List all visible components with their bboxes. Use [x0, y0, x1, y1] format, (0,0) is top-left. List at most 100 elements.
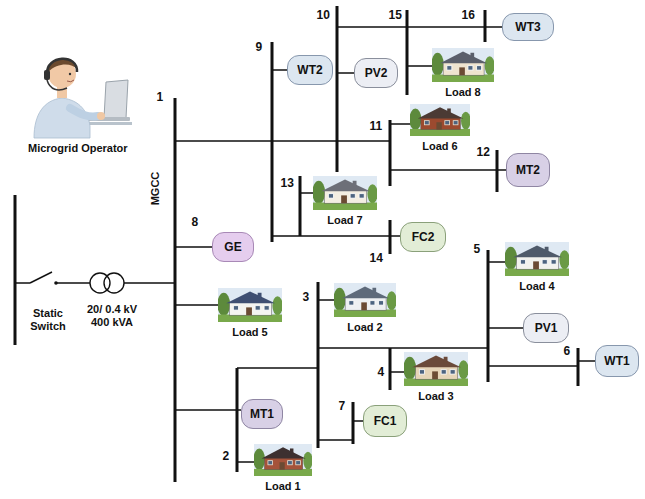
house-chimney	[545, 247, 549, 252]
load-name: Load 5	[232, 326, 267, 339]
house-window	[255, 306, 260, 310]
house-window	[441, 370, 446, 374]
house-window	[551, 260, 556, 264]
house-door	[246, 307, 252, 315]
house-chimney	[447, 108, 451, 113]
house-picture	[410, 104, 470, 136]
house-roof	[262, 447, 306, 458]
house-node: Load 1	[254, 444, 312, 494]
operator-label: Microgrid Operator	[28, 142, 128, 155]
bus-number: 4	[378, 366, 385, 379]
sky	[505, 242, 569, 276]
load-name: Load 3	[418, 390, 453, 403]
source-box: WT1	[595, 345, 639, 377]
house-window	[445, 121, 450, 125]
source-name: FC2	[412, 230, 435, 244]
tree	[303, 452, 312, 470]
tree	[485, 56, 494, 75]
house-window	[350, 194, 355, 198]
house-roof	[321, 179, 370, 191]
sky	[254, 444, 312, 476]
house-node: Load 6	[410, 104, 470, 154]
tree	[313, 181, 325, 204]
source-box: FC2	[400, 222, 446, 252]
house-window	[359, 194, 364, 198]
bus-number: 8	[192, 216, 199, 229]
house-window	[379, 301, 384, 305]
house-roof	[342, 286, 389, 298]
house-picture	[505, 242, 569, 276]
source-box: WT2	[287, 55, 333, 85]
house-window	[370, 301, 375, 305]
transformer-rating: 20/ 0.4 kV 400 kVA	[80, 303, 144, 329]
load-name: Load 4	[519, 280, 554, 293]
source-name: MT1	[250, 407, 274, 421]
lawn	[505, 269, 569, 276]
house-window	[264, 306, 269, 310]
bus-number: 3	[303, 291, 310, 304]
house-window	[477, 66, 482, 70]
bus-number: 13	[281, 177, 294, 190]
bus-number: 14	[370, 252, 383, 265]
source-name: PV1	[535, 321, 558, 335]
house-chimney	[372, 288, 376, 293]
house-window	[268, 461, 273, 465]
house-roof	[513, 245, 562, 257]
house-picture	[313, 176, 377, 210]
feeder-wires	[15, 27, 595, 462]
house-chimney	[353, 181, 357, 186]
lawn	[334, 310, 396, 317]
source-name: PV2	[365, 66, 388, 80]
house-door	[459, 67, 465, 75]
tree	[458, 360, 468, 379]
bus-number: 2	[223, 450, 230, 463]
house-wall	[421, 117, 461, 129]
lawn	[313, 203, 377, 210]
headset-earpiece	[44, 70, 50, 80]
house-wall	[517, 256, 559, 269]
house-picture	[432, 48, 494, 82]
house-picture	[334, 283, 396, 317]
house-wall	[264, 457, 302, 469]
house-node: Load 8	[432, 48, 494, 100]
source-name: WT2	[297, 63, 322, 77]
operator-hand	[97, 112, 105, 120]
house-roof	[226, 291, 275, 303]
load-name: Load 1	[265, 480, 300, 493]
tree	[410, 108, 421, 130]
load-name: Load 8	[445, 86, 480, 99]
source-box: PV2	[354, 58, 398, 88]
lawn	[432, 75, 494, 82]
lawn	[218, 315, 282, 322]
tree	[334, 288, 346, 311]
house-door	[341, 195, 347, 203]
sky	[432, 48, 494, 82]
source-box: MT1	[241, 399, 283, 429]
sky	[410, 104, 470, 136]
lawn	[254, 469, 312, 476]
bus-number: 9	[256, 41, 263, 54]
lawn	[410, 129, 470, 136]
house-roof	[440, 51, 487, 63]
bus-number: 15	[389, 9, 402, 22]
bus-number: 11	[370, 120, 383, 133]
house-node: Load 7	[313, 176, 377, 228]
house-wall	[443, 62, 484, 75]
bus-number: 5	[474, 243, 481, 256]
tree	[461, 112, 470, 130]
house-window	[288, 461, 293, 465]
tree	[505, 247, 517, 270]
house-wall	[345, 297, 386, 310]
sky	[404, 352, 468, 386]
house-window	[468, 66, 473, 70]
headset-mic	[47, 80, 67, 90]
laptop-screen	[104, 80, 128, 118]
lawn	[404, 379, 468, 386]
tree	[559, 250, 569, 269]
house-window	[328, 194, 333, 198]
house-node: Load 2	[334, 283, 396, 335]
tree	[272, 296, 282, 315]
house-window	[450, 370, 455, 374]
bus-number: 12	[477, 146, 490, 159]
house-roof	[412, 355, 461, 367]
